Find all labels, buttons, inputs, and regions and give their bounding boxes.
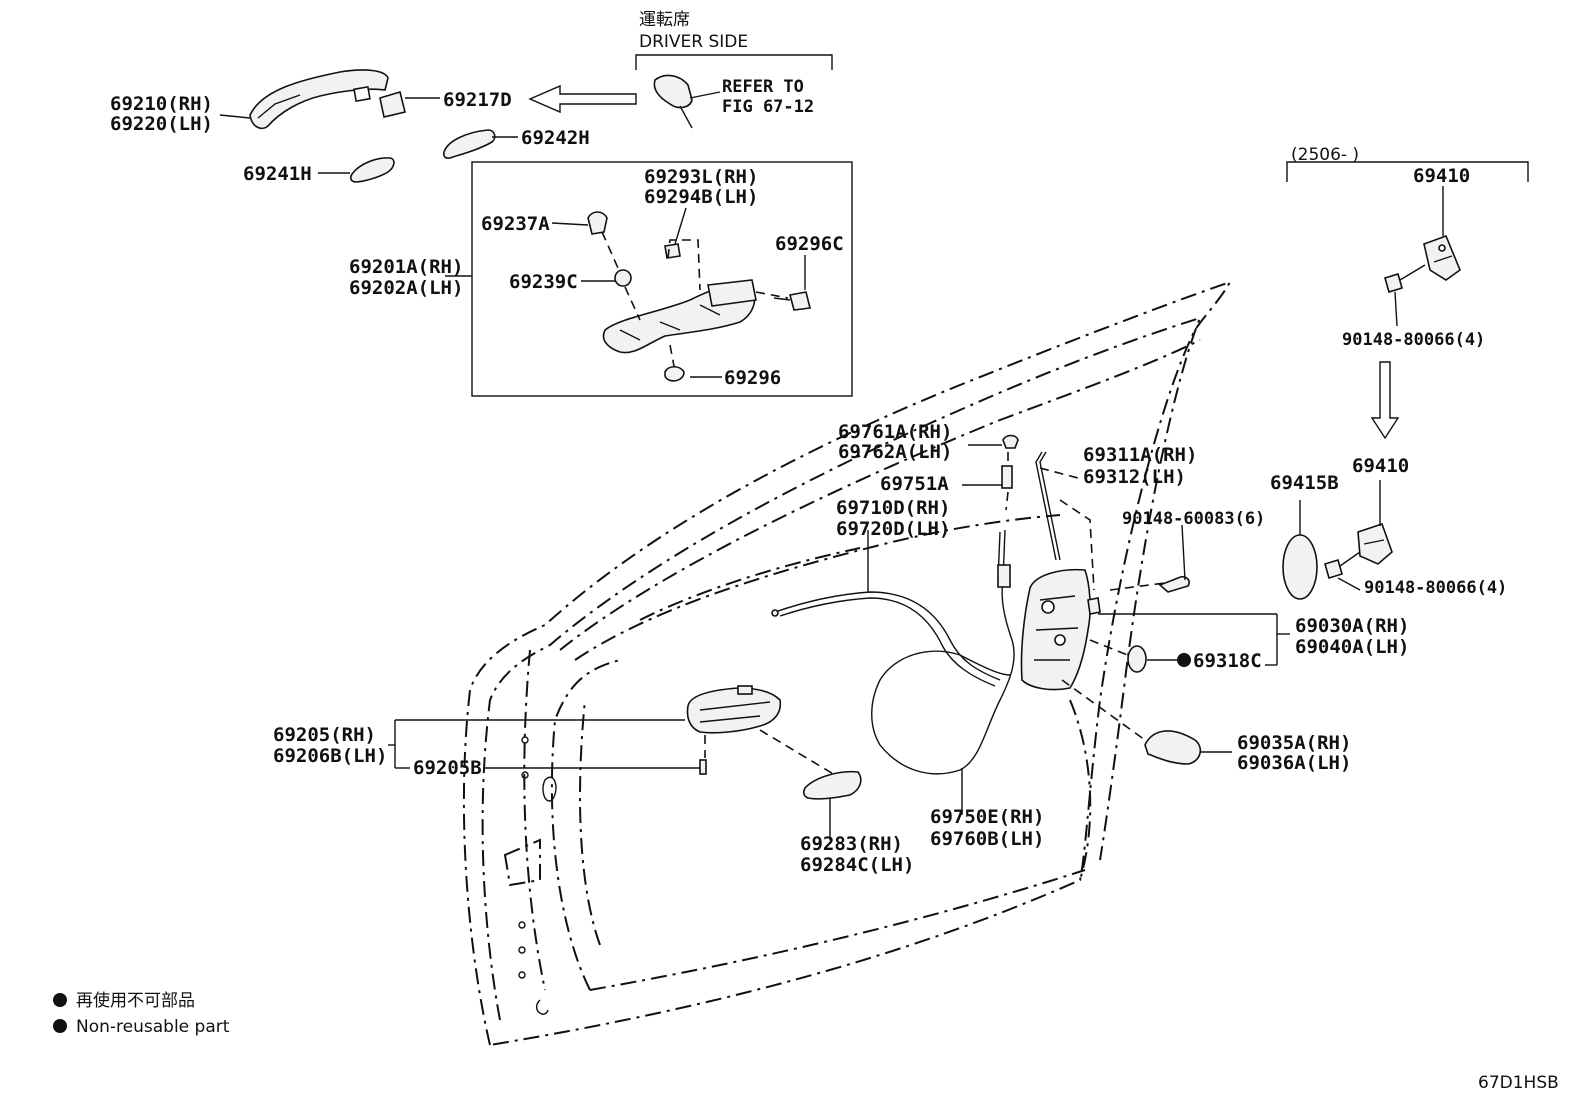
label-69296: 69296 (724, 367, 781, 389)
label-69751a: 69751A (880, 473, 949, 495)
label-90148-60083: 90148-60083(6) (1122, 509, 1265, 529)
clip-69237a-drawing (587, 211, 608, 235)
bracket-69293l-drawing (664, 243, 681, 259)
driver-side-ja: 運転席 (639, 10, 690, 30)
label-69750e: 69750E(RH) (930, 806, 1044, 828)
label-69410-low: 69410 (1352, 455, 1409, 477)
label-69760b: 69760B(LH) (930, 828, 1044, 850)
label-69210: 69210(RH) (110, 93, 213, 115)
label-69294b: 69294B(LH) (644, 186, 758, 208)
cable-holder-69751a-drawing (1001, 465, 1013, 489)
screw-90148-60083-drawing (1158, 575, 1190, 593)
label-69239c: 69239C (509, 271, 578, 293)
fig-ref-text: FIG 67-12 (722, 97, 814, 117)
refer-to-text: REFER TO (722, 77, 804, 97)
label-69710d: 69710D(RH) (836, 497, 950, 519)
label-69035a: 69035A(RH) (1237, 732, 1351, 754)
part-labels: 運転席 DRIVER SIDE REFER TO FIG 67-12 69210… (110, 10, 1507, 876)
diagram-code: 67D1HSB (1478, 1073, 1559, 1093)
legend-dot-icon-2 (53, 1019, 67, 1033)
label-69040a: 69040A(LH) (1295, 636, 1409, 658)
door-outline (462, 280, 1233, 1047)
label-90148-80066-a: 90148-80066(4) (1342, 330, 1485, 350)
label-69318c: 69318C (1193, 650, 1262, 672)
clip-69761a-drawing (1002, 434, 1019, 449)
striker-group (1282, 161, 1529, 600)
cable-69710d-drawing (871, 529, 1015, 775)
label-69242h: 69242H (521, 127, 590, 149)
label-69720d: 69720D(LH) (836, 518, 950, 540)
clip-69205b-drawing (699, 759, 707, 775)
outside-handle-frame-drawing (249, 69, 389, 130)
label-69220: 69220(LH) (110, 113, 213, 135)
handle-pad-69241h-drawing (349, 157, 395, 183)
cable-69720d-drawing (774, 591, 1001, 681)
cap-69239c-drawing (614, 269, 632, 287)
legend: 再使用不可部品 Non-reusable part (53, 990, 230, 1037)
legend-dot-icon (53, 993, 67, 1007)
striker-top-drawing (1423, 234, 1461, 281)
outside-handle-group (219, 69, 637, 183)
arrow-down-icon (1370, 361, 1400, 440)
driver-side-en: DRIVER SIDE (639, 32, 748, 52)
non-reusable-dot-icon (1177, 653, 1191, 667)
label-69241h: 69241H (243, 163, 312, 185)
seal-69318c-drawing (1127, 645, 1147, 673)
legend-ja: 再使用不可部品 (76, 990, 195, 1011)
label-69293l: 69293L(RH) (644, 166, 758, 188)
screw-top-drawing (1384, 272, 1403, 294)
label-69217d: 69217D (443, 89, 512, 111)
label-69205: 69205(RH) (273, 724, 376, 746)
label-69410-top: 69410 (1413, 165, 1470, 187)
label-69296c: 69296C (775, 233, 844, 255)
label-69030a: 69030A(RH) (1295, 615, 1409, 637)
striker-low-drawing (1357, 522, 1393, 565)
screw-69296c-drawing (789, 291, 811, 311)
lock-cover-69035a-drawing (1144, 730, 1202, 765)
driver-side-group (635, 54, 833, 129)
arrow-left-icon (528, 84, 637, 114)
label-69036a: 69036A(LH) (1237, 752, 1351, 774)
handle-cover-69217d-drawing (379, 90, 406, 118)
frame-assy-box (445, 161, 853, 397)
lock-assy-group (388, 434, 1290, 840)
label-69762a: 69762A(LH) (838, 441, 952, 463)
date-bracket: (2506- ) (1291, 145, 1359, 165)
label-69312: 69312(LH) (1083, 466, 1186, 488)
screw-69296-drawing (664, 365, 685, 382)
label-90148-80066-b: 90148-80066(4) (1364, 578, 1507, 598)
label-69201a: 69201A(RH) (349, 256, 463, 278)
striker-cover-69415b-drawing (1282, 534, 1318, 600)
label-69206b: 69206B(LH) (273, 745, 387, 767)
label-69284c: 69284C(LH) (800, 854, 914, 876)
label-69283: 69283(RH) (800, 833, 903, 855)
label-69311a: 69311A(RH) (1083, 444, 1197, 466)
label-69205b: 69205B (413, 757, 482, 779)
lock-rod-69311a-drawing (1035, 451, 1057, 561)
label-69237a: 69237A (481, 213, 550, 235)
key-cylinder-drawing (653, 74, 693, 109)
legend-en: Non-reusable part (76, 1017, 230, 1037)
cover-69283-drawing (802, 770, 862, 800)
label-69415b: 69415B (1270, 472, 1339, 494)
handle-pad-69242h-drawing (442, 129, 496, 159)
screw-low-drawing (1324, 558, 1343, 580)
label-69761a: 69761A(RH) (838, 421, 952, 443)
label-69202a: 69202A(LH) (349, 277, 463, 299)
